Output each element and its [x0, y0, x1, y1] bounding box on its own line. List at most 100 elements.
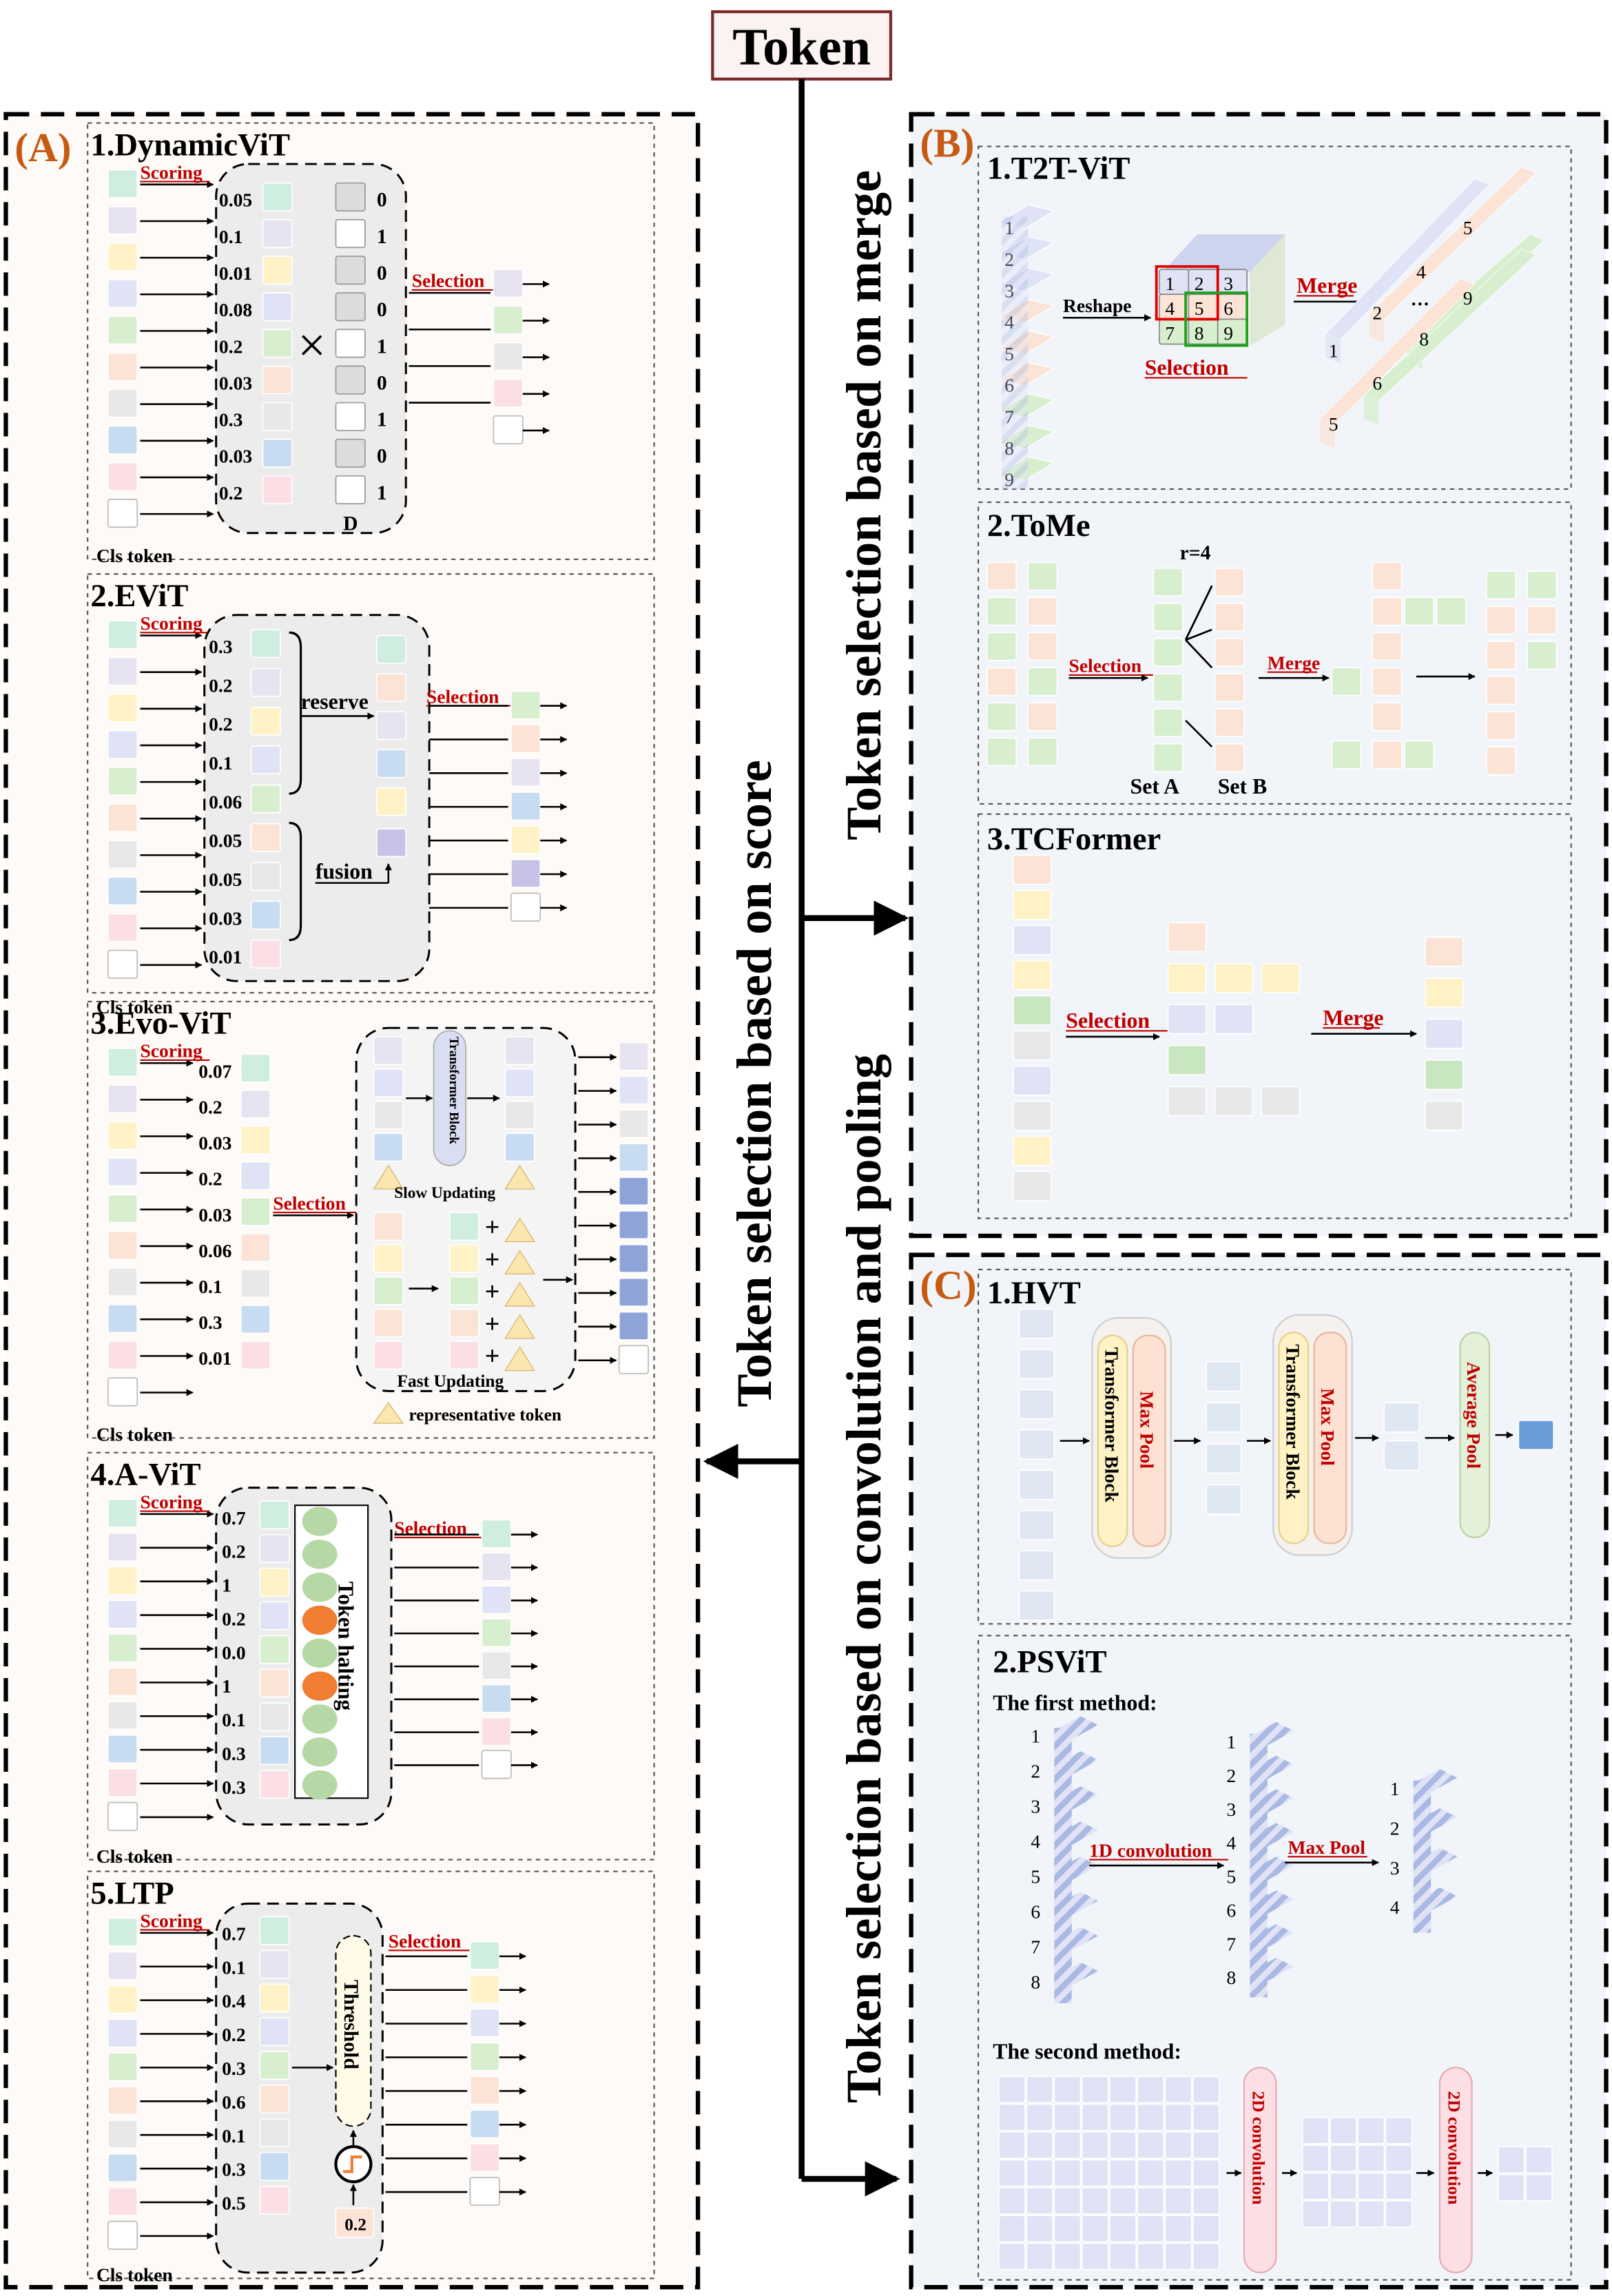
- step-function-icon: [334, 2145, 373, 2184]
- grid-patch: [1026, 2131, 1054, 2160]
- selection-label: Selection: [389, 1930, 462, 1952]
- final-token: [1527, 570, 1558, 600]
- method-title: 2.PSViT: [993, 1644, 1106, 1679]
- scored-token: [240, 1269, 271, 1299]
- output-token: [618, 1075, 649, 1105]
- merged-bar-1-end: [1325, 333, 1341, 364]
- grid-patch: [1109, 2103, 1137, 2131]
- cls-token: [107, 1377, 138, 1407]
- grid-patch: [1164, 2103, 1192, 2131]
- input-token: [107, 1084, 138, 1114]
- psvit-col3-number: 2: [1390, 1817, 1400, 1839]
- active-token: [302, 1638, 338, 1668]
- cls-output-token: [1518, 1420, 1555, 1451]
- psvit-col2-number: 7: [1226, 1933, 1236, 1954]
- fusion-label: fusion: [316, 859, 373, 883]
- grid-side-face: [1250, 234, 1285, 346]
- reserve-label: reserve: [301, 690, 369, 714]
- input-token: [107, 876, 138, 906]
- grid-patch: [1137, 2242, 1165, 2271]
- score-value: 0.2: [219, 482, 242, 504]
- grid-patch: [1109, 2131, 1137, 2160]
- psvit-col1-number: 5: [1031, 1866, 1040, 1888]
- method-title: 1.HVT: [987, 1275, 1081, 1311]
- final-token: [1485, 606, 1516, 635]
- selected-token: [481, 1684, 512, 1713]
- psvit-col2-number: 3: [1226, 1799, 1236, 1820]
- grid-number: 5: [1195, 298, 1204, 319]
- grid-patch: [1525, 2146, 1553, 2174]
- selected-token: [493, 305, 524, 335]
- selected-token: [469, 2076, 500, 2105]
- psvit-col1-number: 1: [1031, 1725, 1040, 1746]
- representative-token: [504, 1281, 535, 1307]
- input-token: [1013, 924, 1052, 955]
- score-value: 0.2: [209, 714, 232, 735]
- reserve-brace: [289, 631, 302, 795]
- grid-top-face: [1162, 234, 1285, 273]
- average-pool-block: [1459, 1332, 1491, 1538]
- input-token: [1018, 1469, 1055, 1500]
- cls-token-label: Cls token: [96, 1424, 173, 1445]
- input-token: [1027, 702, 1058, 732]
- input-token: [986, 702, 1017, 732]
- grid-patch: [1164, 2186, 1192, 2215]
- merged-bar-4-end: [1320, 418, 1335, 448]
- scored-token: [259, 2185, 290, 2215]
- final-token: [1527, 641, 1558, 670]
- input-token: [1018, 1590, 1055, 1621]
- psvit-col1-number: 6: [1031, 1901, 1040, 1923]
- grid-patch: [1109, 2159, 1137, 2187]
- transformer-block-label: Transformer Block: [1282, 1344, 1303, 1500]
- cls-token: [107, 949, 138, 979]
- cluster-token: [1261, 1086, 1301, 1117]
- input-token: [107, 693, 138, 723]
- method-frame-a4: [87, 1451, 655, 1861]
- input-token: [107, 1341, 138, 1370]
- reserved-token: [375, 711, 407, 741]
- scored-token: [250, 900, 281, 930]
- mask-cell: [335, 218, 366, 249]
- psvit-col1-number: 4: [1031, 1831, 1040, 1852]
- active-token: [302, 1507, 338, 1536]
- selected-token: [493, 378, 524, 408]
- set-b-token: [1214, 743, 1245, 773]
- input-token: [986, 737, 1017, 767]
- mask-cell: [335, 292, 366, 322]
- input-token: [107, 840, 138, 869]
- grid-patch: [1026, 2215, 1054, 2243]
- method-frame-bc5: [978, 1635, 1572, 2281]
- psvit-col1-number: 3: [1031, 1796, 1040, 1817]
- merged-token: [1424, 978, 1464, 1009]
- psvit-col1-number: 8: [1031, 1972, 1040, 1993]
- legend-triangle: [373, 1402, 404, 1424]
- transformer-block: [433, 1030, 466, 1166]
- active-token: [302, 1572, 338, 1602]
- score-value: 1: [222, 1675, 231, 1697]
- selection-label: Selection: [1145, 355, 1229, 380]
- scoring-label: Scoring: [140, 612, 202, 634]
- method-title: 3.Evo-ViT: [90, 1006, 231, 1042]
- input-token: [1018, 1509, 1055, 1540]
- input-token: [1013, 1135, 1052, 1166]
- patch-column-stripe: [1002, 216, 1029, 489]
- input-token: [1027, 632, 1058, 661]
- grid-patch: [1330, 2172, 1357, 2200]
- plus-sign: +: [485, 1278, 500, 1307]
- merged-number: 9: [1463, 287, 1473, 309]
- selection-label: Selection: [412, 270, 485, 291]
- input-token: [986, 632, 1017, 661]
- grid-patch: [998, 2159, 1026, 2187]
- conv2d-block: [1243, 2067, 1277, 2274]
- input-token: [1018, 1550, 1055, 1581]
- input-token: [107, 766, 138, 796]
- grid-patch: [1192, 2076, 1220, 2104]
- selected-token: [493, 415, 524, 444]
- input-token: [1018, 1429, 1055, 1460]
- score-value: 0.5: [222, 2193, 245, 2214]
- plus-sign: +: [485, 1213, 500, 1242]
- scored-token: [259, 2017, 290, 2047]
- max-pool-label: Max Pool: [1136, 1391, 1157, 1469]
- set-b-token: [1214, 602, 1245, 632]
